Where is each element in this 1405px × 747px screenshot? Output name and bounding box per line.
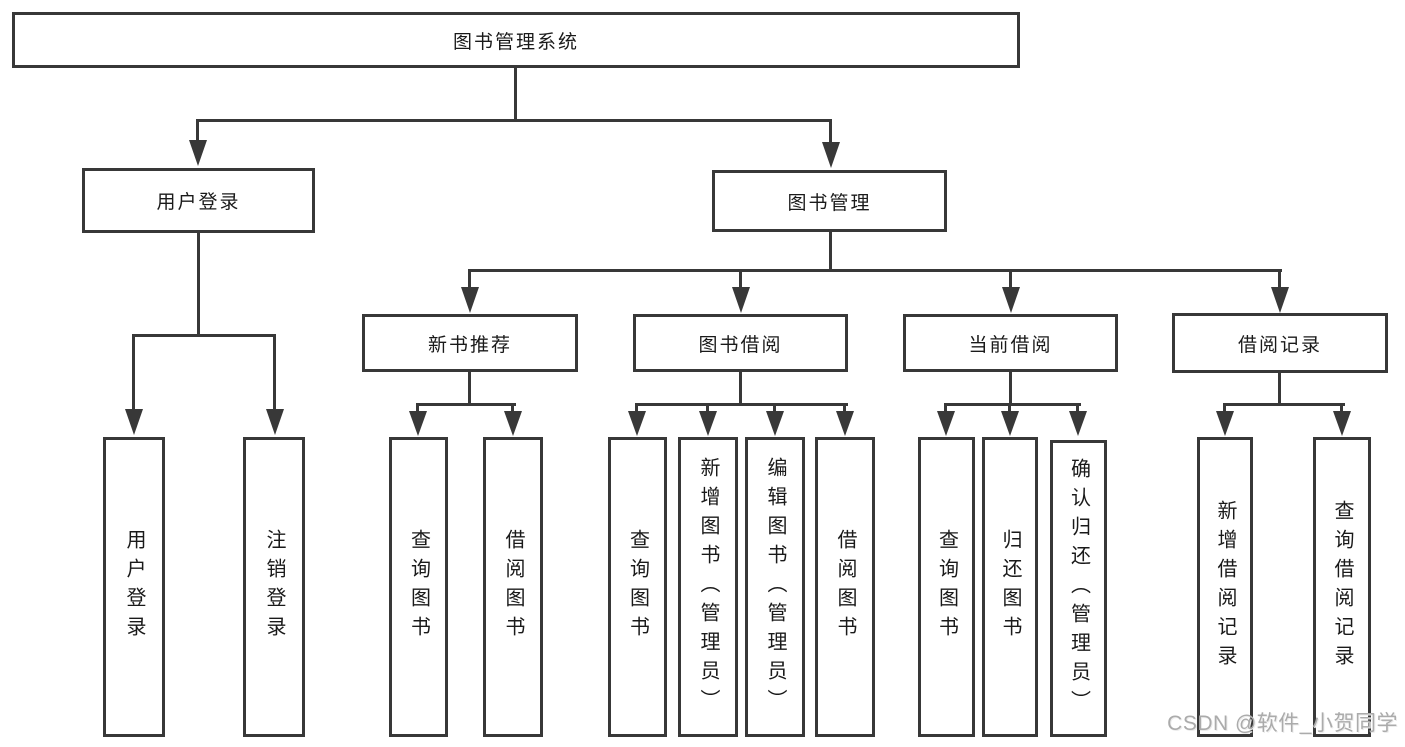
node-label: 借阅图书	[502, 529, 524, 645]
node-label: 编辑图书（管理员）	[764, 456, 786, 718]
connector-line	[843, 403, 846, 413]
watermark: CSDN @软件_小贺同学	[1167, 712, 1398, 735]
leaf-recommend-query-book: 查询图书	[389, 437, 448, 737]
connector-line	[1076, 403, 1079, 413]
connector-line	[829, 119, 832, 144]
connector-line	[132, 334, 135, 410]
node-label: 图书管理	[787, 192, 872, 214]
node-current-borrow: 当前借阅	[903, 314, 1118, 372]
node-label: 新书推荐	[427, 334, 512, 356]
connector-line	[273, 334, 276, 410]
node-label: 注销登录	[263, 529, 285, 645]
leaf-add-borrow-record: 新增借阅记录	[1197, 437, 1253, 737]
arrow-down-icon	[628, 411, 646, 436]
leaf-recommend-borrow-book: 借阅图书	[483, 437, 543, 737]
connector-line	[944, 403, 947, 413]
node-label: 借阅图书	[834, 529, 856, 645]
connector-line	[416, 403, 419, 413]
connector-line	[739, 372, 742, 406]
node-root: 图书管理系统	[12, 12, 1020, 68]
leaf-confirm-return-admin: 确认归还（管理员）	[1050, 440, 1107, 737]
node-label: 新增借阅记录	[1214, 500, 1236, 674]
connector-line	[1278, 269, 1281, 289]
node-book-management: 图书管理	[712, 170, 947, 232]
leaf-borrow-book: 借阅图书	[815, 437, 875, 737]
connector-line	[514, 68, 517, 120]
arrow-down-icon	[189, 140, 207, 166]
leaf-return-book: 归还图书	[982, 437, 1038, 737]
leaf-query-borrow-record: 查询借阅记录	[1313, 437, 1371, 737]
node-label: 查询图书	[407, 529, 430, 645]
arrow-down-icon	[266, 409, 284, 435]
connector-line	[1008, 403, 1011, 413]
arrow-down-icon	[732, 287, 750, 313]
node-label: 图书借阅	[698, 334, 783, 356]
connector-line	[197, 233, 200, 335]
node-label: 用户登录	[156, 192, 241, 213]
connector-line	[944, 403, 1081, 406]
leaf-edit-book-admin: 编辑图书（管理员）	[745, 437, 805, 737]
leaf-borrow-query-book: 查询图书	[608, 437, 667, 737]
connector-line	[1009, 269, 1012, 289]
arrow-down-icon	[822, 142, 840, 168]
connector-line	[468, 372, 471, 406]
arrow-down-icon	[461, 287, 479, 313]
arrow-down-icon	[504, 411, 522, 436]
node-label: 当前借阅	[968, 334, 1053, 356]
node-borrow-record: 借阅记录	[1172, 313, 1388, 373]
connector-line	[773, 403, 776, 413]
node-user-login: 用户登录	[82, 168, 315, 233]
connector-line	[1223, 403, 1345, 406]
arrow-down-icon	[766, 411, 784, 436]
node-book-borrow: 图书借阅	[633, 314, 848, 372]
connector-line	[706, 403, 709, 413]
arrow-down-icon	[1069, 411, 1087, 436]
connector-line	[468, 269, 471, 289]
node-label: 图书管理系统	[452, 31, 579, 53]
connector-line	[196, 119, 199, 142]
node-label: 新增图书（管理员）	[697, 456, 719, 718]
connector-line	[468, 269, 1282, 272]
leaf-user-login: 用户登录	[103, 437, 165, 737]
leaf-current-query-book: 查询图书	[918, 437, 975, 737]
connector-line	[511, 403, 514, 413]
arrow-down-icon	[1271, 287, 1289, 313]
node-label: 用户登录	[123, 529, 145, 645]
leaf-logout: 注销登录	[243, 437, 305, 737]
node-new-book-recommend: 新书推荐	[362, 314, 578, 372]
arrow-down-icon	[1001, 411, 1019, 436]
node-label: 归还图书	[999, 529, 1021, 645]
connector-line	[635, 403, 638, 413]
connector-line	[132, 334, 276, 337]
arrow-down-icon	[1333, 411, 1351, 436]
connector-line	[1009, 372, 1012, 406]
connector-line	[1223, 403, 1226, 413]
connector-line	[196, 119, 832, 122]
node-label: 查询借阅记录	[1331, 500, 1353, 674]
arrow-down-icon	[699, 411, 717, 436]
connector-line	[416, 403, 516, 406]
leaf-add-book-admin: 新增图书（管理员）	[678, 437, 738, 737]
node-label: 查询图书	[935, 529, 958, 645]
node-label: 借阅记录	[1237, 334, 1322, 356]
arrow-down-icon	[125, 409, 143, 435]
node-label: 确认归还（管理员）	[1067, 458, 1090, 719]
arrow-down-icon	[1216, 411, 1234, 436]
connector-line	[1278, 372, 1281, 406]
arrow-down-icon	[937, 411, 955, 436]
connector-line	[635, 403, 848, 406]
connector-line	[739, 269, 742, 289]
arrow-down-icon	[836, 411, 854, 436]
arrow-down-icon	[409, 411, 427, 436]
connector-line	[1340, 403, 1343, 413]
node-label: 查询图书	[626, 529, 649, 645]
arrow-down-icon	[1002, 287, 1020, 313]
connector-line	[829, 232, 832, 272]
